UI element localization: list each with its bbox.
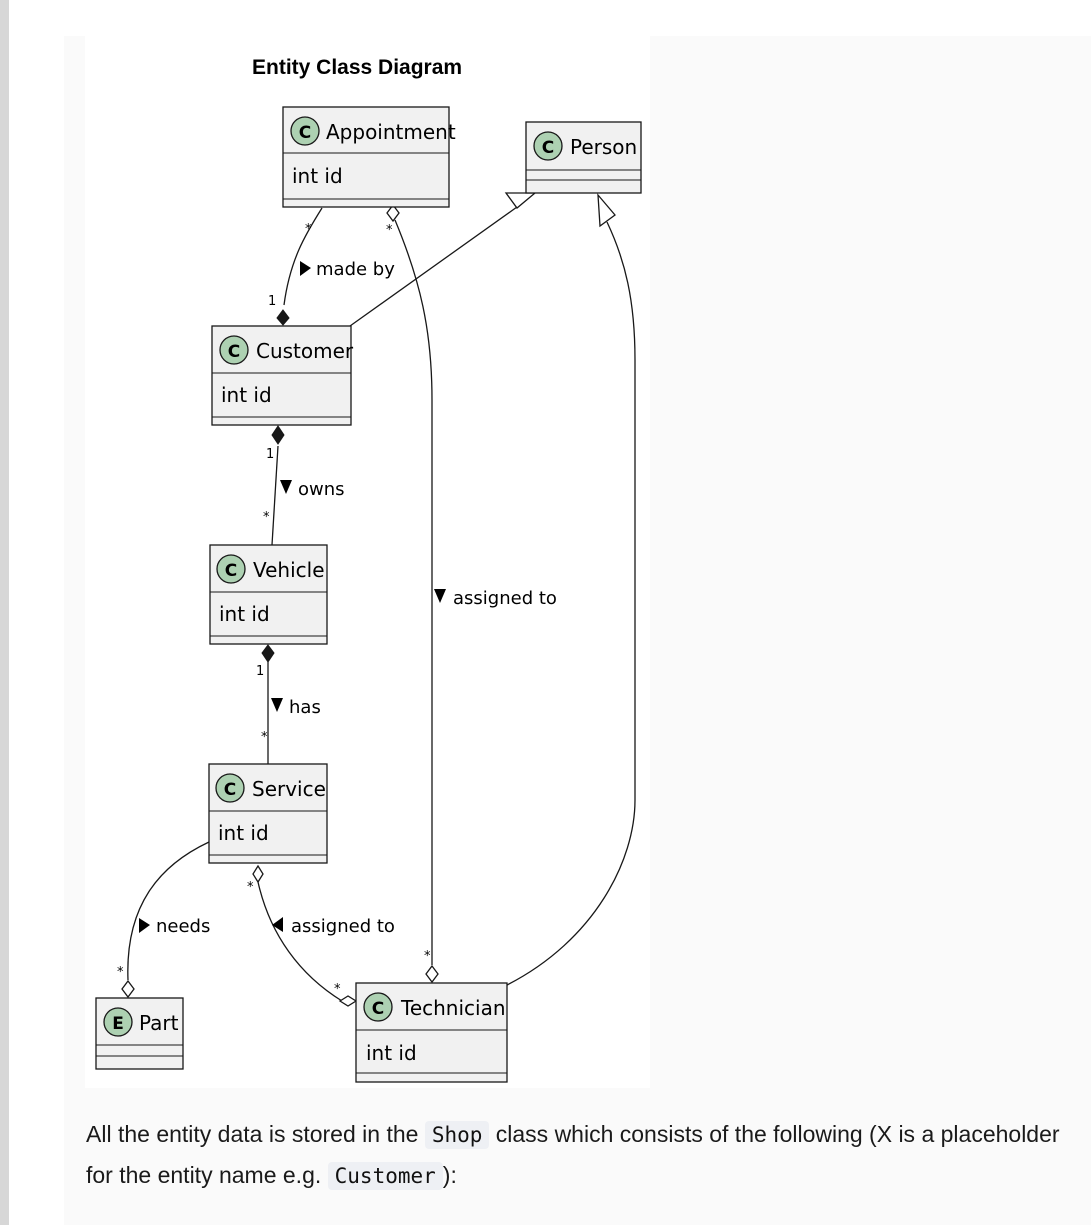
customer-composition-diamond [276,309,290,326]
appointment-attribute: int id [292,164,343,188]
paragraph-text-3: ): [442,1162,457,1188]
made-by-from-multiplicity: * [305,222,312,237]
shop-description-paragraph: All the entity data is stored in the Sho… [86,1114,1066,1196]
part-aggregation-diamond [121,979,135,999]
technician-stereotype: C [372,999,384,1019]
class-part[interactable]: E Part [95,997,184,1070]
class-customer[interactable]: C Customer int id [211,325,354,426]
owns-direction-marker [280,480,292,494]
appointment-assigned-from-multiplicity: * [386,223,393,238]
owns-label: owns [298,479,345,500]
class-stereotype-icon [216,554,246,584]
service-assigned-to-line [257,881,343,1002]
part-stereotype: E [112,1014,124,1034]
class-stereotype-icon [215,773,245,803]
service-attribute: int id [218,821,269,845]
has-label: has [289,697,321,718]
paragraph-text-1: All the entity data is stored in the [86,1121,425,1147]
has-to-multiplicity: * [261,730,268,745]
technician-service-diamond [338,995,358,1007]
class-appointment[interactable]: C Appointment int id [282,106,456,208]
made-by-label: made by [316,259,395,280]
technician-person-inheritance-line [506,221,636,986]
technician-inheritance-arrow [597,193,616,228]
customer-attribute: int id [221,383,272,407]
needs-to-multiplicity: * [117,965,124,980]
customer-name: Customer [256,339,354,363]
technician-aggregation-diamond [425,964,439,984]
vehicle-stereotype: C [225,561,237,581]
made-by-direction-marker [300,261,311,276]
service-stereotype: C [224,780,236,800]
appointment-name: Appointment [326,120,456,144]
owns-line [271,445,279,546]
appointment-assigned-to-direction-marker [434,589,446,603]
needs-direction-marker [139,918,150,933]
service-aggregation-diamond [252,864,264,884]
class-stereotype-icon [219,335,249,365]
technician-name: Technician [400,996,506,1020]
class-stereotype-icon [290,116,320,146]
made-by-to-multiplicity: 1 [268,294,276,309]
appointment-aggregation-diamond [386,203,400,223]
owns-from-multiplicity: 1 [266,447,274,462]
person-stereotype: C [542,138,554,158]
service-name: Service [252,777,326,801]
left-scroll-rail [0,0,9,1225]
paragraph-text-2: class which consists of the following (X… [86,1121,1060,1188]
entity-class-diagram: made by owns has assigned to assigned to… [95,56,642,1083]
vehicle-name: Vehicle [253,558,325,582]
vehicle-attribute: int id [219,602,270,626]
customer-person-inheritance-line [349,206,518,327]
class-technician[interactable]: C Technician int id [355,982,508,1083]
service-assigned-to-label: assigned to [291,916,395,937]
shop-code: Shop [424,1121,490,1149]
appointment-assigned-to-line [394,219,433,965]
class-service[interactable]: C Service int id [208,763,328,864]
class-stereotype-icon [363,992,393,1022]
customer-code: Customer [327,1162,443,1190]
part-name: Part [139,1011,179,1035]
appointment-stereotype: C [299,123,311,143]
has-direction-marker [271,698,283,712]
diagram-panel [85,36,650,1088]
has-from-multiplicity: 1 [256,664,264,679]
appointment-assigned-to-label: assigned to [453,588,557,609]
needs-line [127,841,210,981]
service-assigned-to-multiplicity: * [334,982,341,997]
class-person[interactable]: C Person [525,121,642,194]
customer-inheritance-arrow [504,192,537,209]
made-by-line [283,207,323,306]
customer-stereotype: C [228,342,240,362]
person-name: Person [570,135,637,159]
class-stereotype-icon [533,131,563,161]
technician-attribute: int id [366,1041,417,1065]
service-assigned-to-direction-marker [272,917,283,932]
service-assigned-from-multiplicity: * [247,880,254,895]
diagram-title: Entity Class Diagram [252,56,462,79]
customer-owns-diamond [271,425,285,445]
entity-stereotype-icon [103,1007,133,1037]
appointment-assigned-to-multiplicity: * [424,949,431,964]
vehicle-has-diamond [261,644,275,663]
class-vehicle[interactable]: C Vehicle int id [209,544,328,645]
needs-label: needs [156,916,210,937]
owns-to-multiplicity: * [263,510,270,525]
